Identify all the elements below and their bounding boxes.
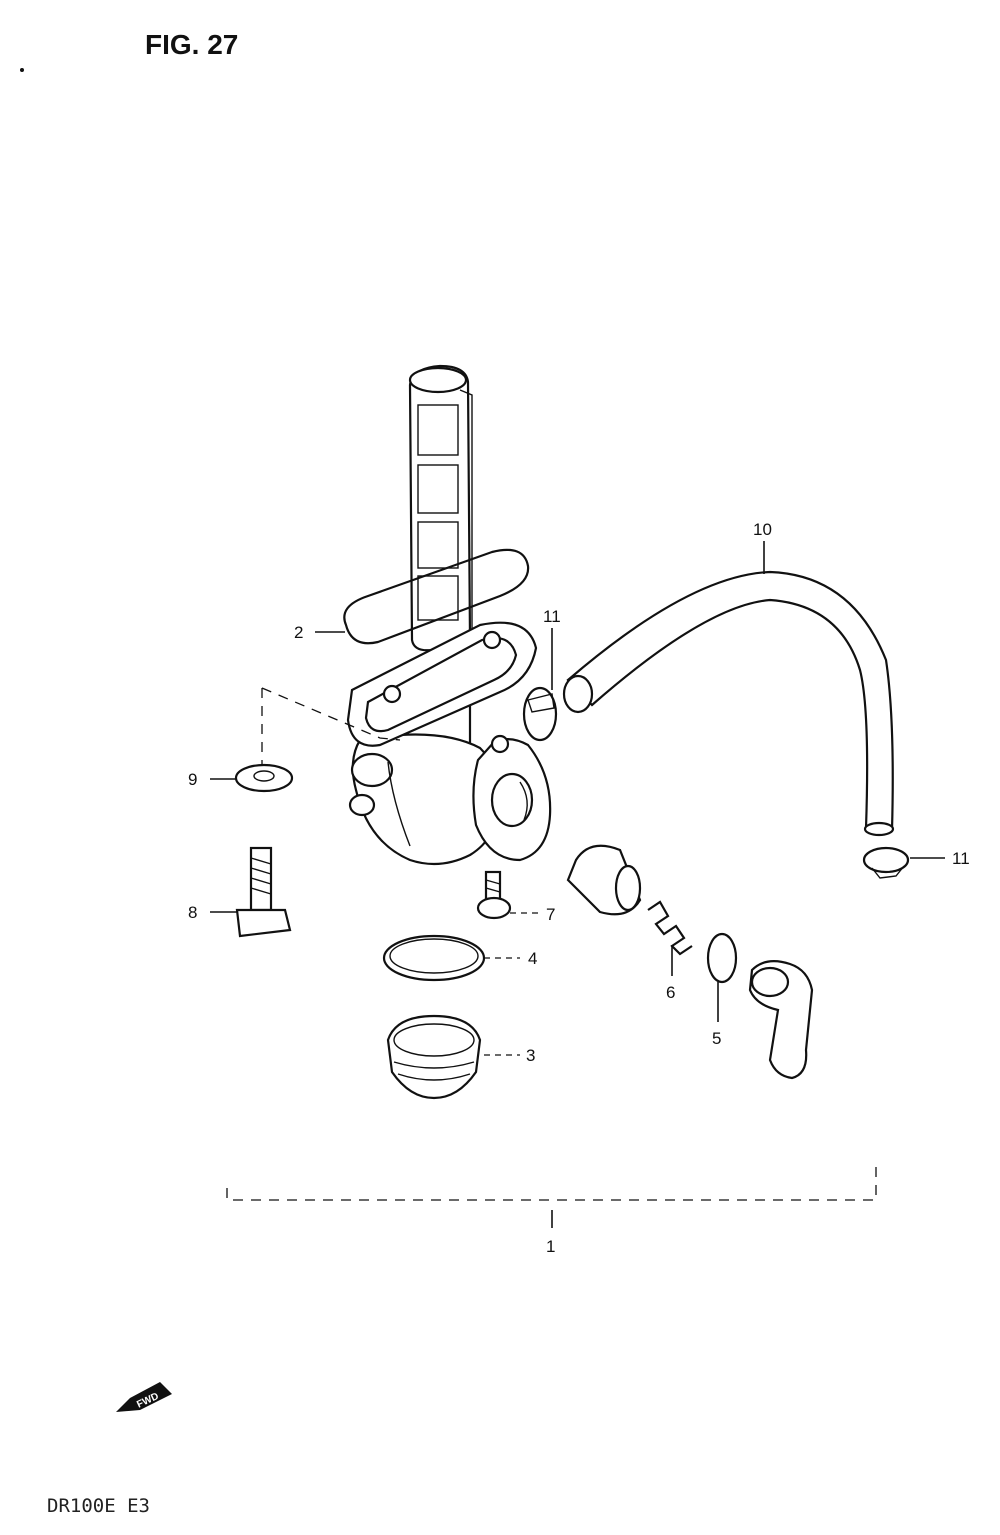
washer-part bbox=[234, 763, 294, 793]
bolt-part bbox=[235, 846, 292, 938]
assembly-bracket bbox=[226, 1165, 877, 1201]
fuel-hose-part bbox=[562, 570, 895, 837]
figure-title: FIG. 27 bbox=[145, 29, 238, 60]
valve-plug-part bbox=[566, 844, 642, 916]
mounting-flange bbox=[346, 621, 538, 747]
callout-7: 7 bbox=[546, 905, 555, 924]
speck bbox=[20, 68, 24, 72]
callout-6: 6 bbox=[666, 983, 675, 1002]
callout-1: 1 bbox=[546, 1237, 555, 1256]
valve-lever-part bbox=[748, 959, 814, 1080]
callout-8: 8 bbox=[188, 903, 197, 922]
spring-part bbox=[647, 900, 693, 956]
hose-clip-upper bbox=[522, 686, 558, 742]
callout-4: 4 bbox=[528, 949, 537, 968]
callout-10: 10 bbox=[753, 520, 772, 539]
callout-2: 2 bbox=[294, 623, 303, 642]
o-ring-part bbox=[382, 934, 486, 982]
fuel-cup-part bbox=[386, 1014, 482, 1100]
callout-11-lower: 11 bbox=[952, 849, 970, 868]
hose-clip-lower bbox=[862, 846, 910, 879]
callout-3: 3 bbox=[526, 1046, 535, 1065]
callout-5: 5 bbox=[712, 1029, 721, 1048]
callout-11-upper: 11 bbox=[543, 607, 561, 626]
model-code: DR100E E3 bbox=[47, 1495, 150, 1517]
small-o-ring-part bbox=[706, 932, 738, 984]
callout-9: 9 bbox=[188, 770, 197, 789]
leader-dashed-9 bbox=[261, 687, 401, 765]
forward-arrow-icon: FWD bbox=[116, 1382, 172, 1412]
screw-part bbox=[476, 870, 512, 920]
flange-gasket bbox=[343, 548, 530, 645]
